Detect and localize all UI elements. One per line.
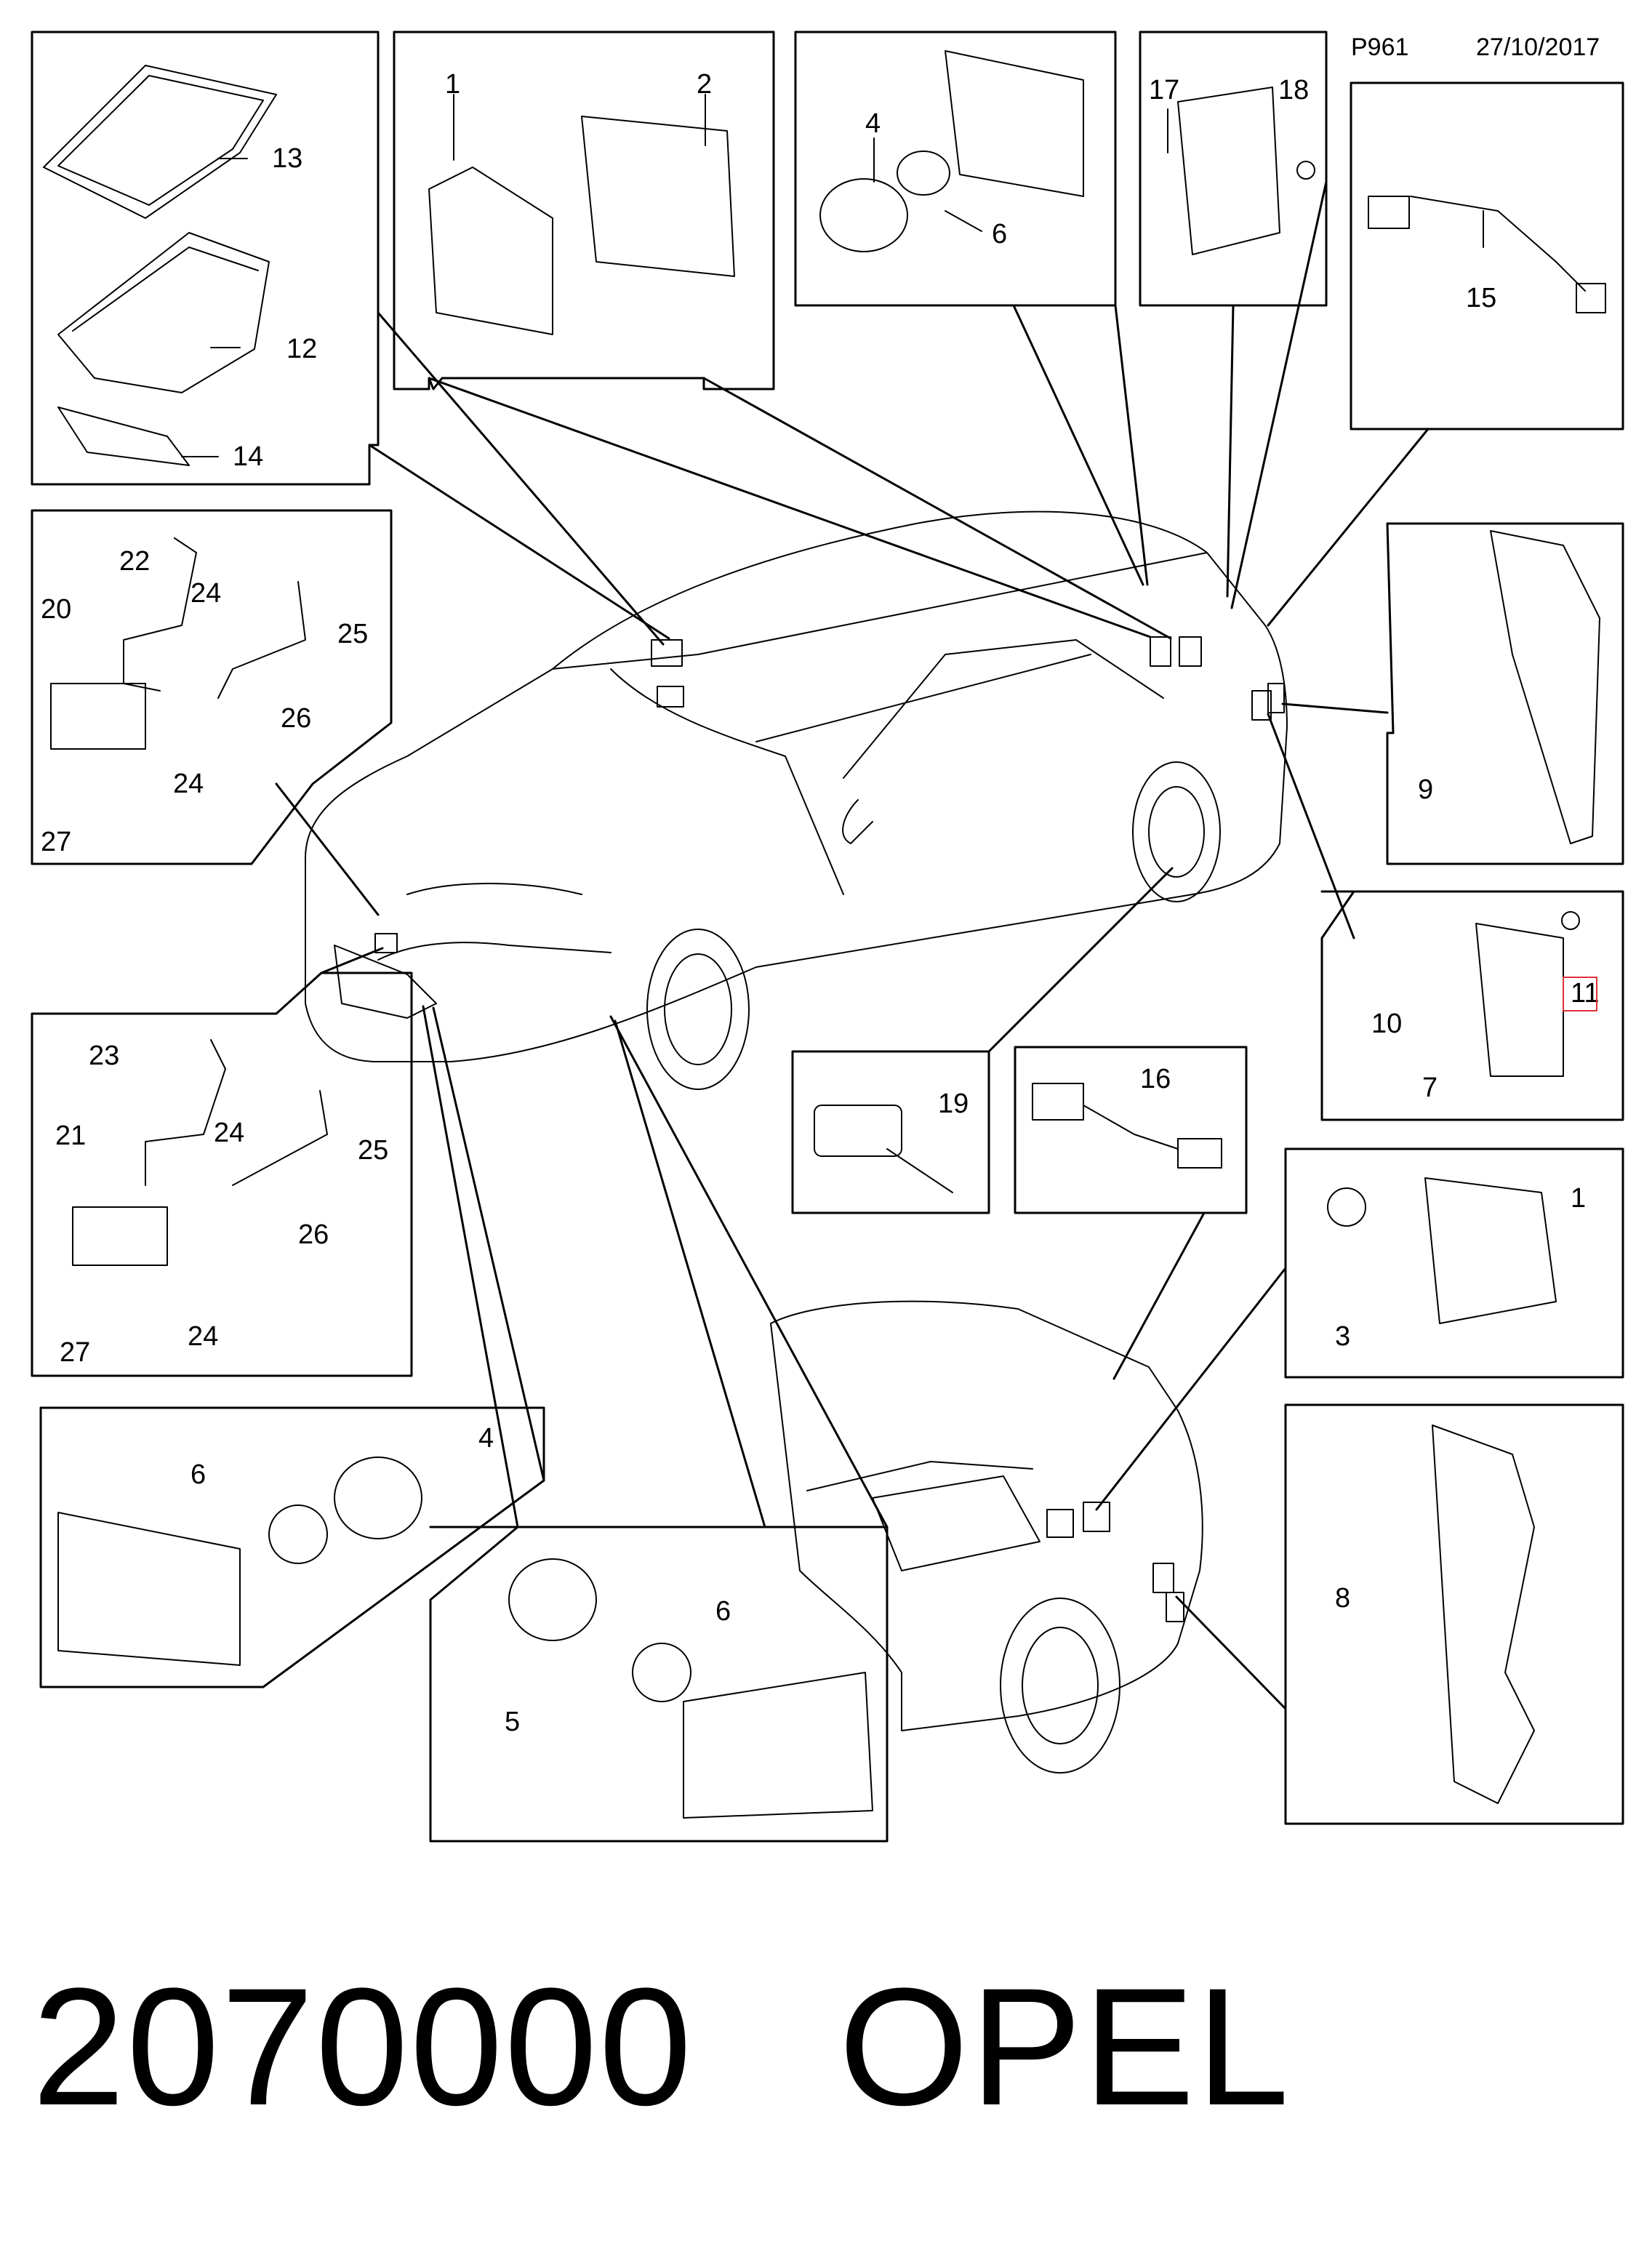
callout-24-d: 24: [188, 1321, 218, 1352]
callout-leaders: [181, 94, 1484, 457]
detail-frame-radar-7: [1320, 890, 1624, 1121]
callout-2: 2: [697, 69, 712, 100]
footer-brand: OPEL: [838, 1953, 1291, 2140]
callout-labels: 1 2 4 6 17 18 15 13 12 14 22 24 25 20 26…: [41, 69, 1599, 1737]
callout-26-a: 26: [281, 703, 311, 734]
callout-26-b: 26: [298, 1219, 329, 1250]
callout-1-module: 1: [445, 69, 460, 100]
callout-24-b: 24: [173, 769, 204, 799]
module-1-top: [428, 116, 735, 335]
detail-frame-rear-sensor-top: [794, 31, 1117, 307]
module-1-rear: [1327, 1177, 1557, 1324]
harness-16: [1032, 1083, 1222, 1169]
callout-25-a: 25: [337, 619, 368, 649]
callout-18: 18: [1278, 75, 1309, 105]
callout-9: 9: [1418, 774, 1433, 805]
callout-8: 8: [1335, 1583, 1350, 1614]
module-17: [1177, 87, 1315, 255]
detail-frame-control-module: [393, 31, 775, 390]
callout-21: 21: [55, 1121, 86, 1151]
callout-17: 17: [1149, 75, 1179, 105]
callout-22: 22: [119, 546, 150, 577]
detail-frame-harness-15: [1350, 81, 1624, 430]
sensor-4-front: [57, 1456, 422, 1666]
callout-5: 5: [505, 1707, 520, 1737]
bumper-9: [1490, 530, 1600, 844]
callout-7: 7: [1422, 1073, 1438, 1103]
callout-20: 20: [41, 594, 71, 625]
harness-15: [1368, 196, 1606, 313]
callout-1-rear: 1: [1571, 1183, 1586, 1214]
callout-16: 16: [1140, 1064, 1171, 1094]
detail-frame-camera: [31, 31, 380, 486]
page-date: 27/10/2017: [1476, 33, 1600, 61]
sensor-4-top: [819, 50, 1084, 252]
rear-car-illustration: [770, 1300, 1203, 1774]
detail-frame-radar-rear: [31, 971, 413, 1377]
callout-3: 3: [1335, 1321, 1350, 1352]
page-code: P961: [1351, 33, 1408, 61]
callout-4-front: 4: [478, 1423, 494, 1454]
tpms-19: [814, 1105, 953, 1193]
detail-frame-bumper-8: [1284, 1403, 1624, 1825]
footer-part-number: 2070000: [32, 1953, 694, 2140]
callout-13: 13: [272, 143, 302, 174]
detail-frame-module-rear: [1284, 1147, 1624, 1379]
callout-19: 19: [938, 1089, 969, 1119]
front-car-illustration: [305, 510, 1288, 1090]
callout-27-b: 27: [60, 1337, 90, 1368]
callout-6-front: 6: [191, 1459, 206, 1490]
detail-frame-harness-16: [1014, 1046, 1248, 1214]
callout-10: 10: [1371, 1009, 1402, 1039]
callout-23: 23: [89, 1041, 119, 1071]
callout-24-a: 24: [191, 578, 221, 609]
callout-6-top: 6: [992, 219, 1007, 249]
callout-4-top: 4: [865, 108, 881, 139]
detail-frame-tpms-19: [791, 1050, 990, 1214]
callout-27-a: 27: [41, 827, 71, 857]
camera-unit-12: [57, 232, 270, 393]
callout-11-highlight: [1563, 977, 1597, 1011]
camera-housing-13: [43, 65, 277, 219]
detail-frame-radar-front: [31, 509, 393, 865]
sensor-5-front: [508, 1558, 873, 1819]
radar-bracket-rear: [72, 1039, 328, 1266]
detail-frame-front-sensor-5: [429, 1526, 889, 1843]
radar-7: [1475, 911, 1580, 1077]
callout-6-lower: 6: [715, 1596, 731, 1627]
bumper-8: [1432, 1424, 1535, 1804]
callout-11: 11: [1571, 978, 1599, 1009]
callout-25-b: 25: [358, 1135, 388, 1166]
callout-14: 14: [233, 441, 263, 472]
detail-frame-bumper-9: [1386, 522, 1624, 865]
callout-15: 15: [1466, 283, 1496, 313]
radar-bracket-front: [50, 537, 306, 750]
cover-14: [57, 406, 190, 466]
detail-frame-module-17: [1139, 31, 1328, 307]
callout-24-c: 24: [214, 1118, 244, 1148]
leader-lines: [275, 180, 1430, 1710]
callout-12: 12: [286, 334, 317, 364]
detail-frame-front-sensor-4: [39, 1406, 545, 1688]
